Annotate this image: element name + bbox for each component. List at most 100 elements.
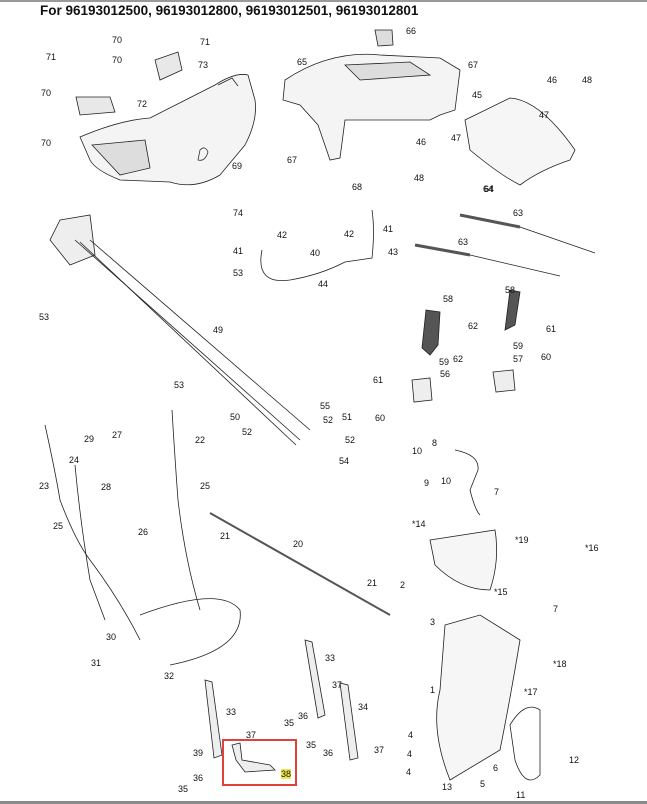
part-label[interactable]: 9 — [424, 478, 430, 488]
part-label[interactable]: 21 — [220, 531, 231, 541]
part-label[interactable]: 1 — [430, 685, 436, 695]
part-label[interactable]: 20 — [293, 539, 304, 549]
part-label[interactable]: 2 — [400, 580, 406, 590]
part-label[interactable]: 48 — [414, 173, 425, 183]
part-label[interactable]: 31 — [91, 658, 102, 668]
part-label[interactable]: 25 — [53, 521, 64, 531]
part-label[interactable]: 49 — [213, 325, 224, 335]
part-label[interactable]: 56 — [440, 369, 451, 379]
part-label[interactable]: 65 — [297, 57, 308, 67]
part-label[interactable]: 72 — [137, 99, 148, 109]
part-label[interactable]: 73 — [198, 60, 209, 70]
part-label[interactable]: 53 — [39, 312, 50, 322]
part-label[interactable]: 10 — [412, 446, 423, 456]
part-label[interactable]: 47 — [451, 133, 462, 143]
part-label[interactable]: *17 — [524, 687, 538, 697]
part-label[interactable]: 8 — [432, 438, 438, 448]
part-label[interactable]: 5 — [480, 779, 486, 789]
part-label[interactable]: 61 — [373, 375, 384, 385]
part-label[interactable]: 3 — [430, 617, 436, 627]
part-label[interactable]: 45 — [472, 90, 483, 100]
part-label[interactable]: 51 — [342, 412, 353, 422]
part-label[interactable]: 70 — [112, 35, 123, 45]
part-label[interactable]: 58 — [505, 285, 516, 295]
part-label[interactable]: 74 — [233, 208, 244, 218]
part-label[interactable]: 46 — [547, 75, 558, 85]
part-label[interactable]: 29 — [84, 434, 95, 444]
part-label[interactable]: 52 — [345, 435, 356, 445]
part-label[interactable]: 27 — [112, 430, 123, 440]
part-label[interactable]: *19 — [515, 535, 529, 545]
part-label[interactable]: 67 — [468, 60, 479, 70]
part-label[interactable]: 58 — [443, 294, 454, 304]
part-label-highlighted[interactable]: 38 — [281, 769, 292, 779]
part-label[interactable]: 40 — [310, 248, 321, 258]
part-label[interactable]: 24 — [69, 455, 80, 465]
part-label[interactable]: 61 — [546, 324, 557, 334]
part-label[interactable]: 36 — [193, 773, 204, 783]
part-label[interactable]: 23 — [39, 481, 50, 491]
part-label[interactable]: 54 — [339, 456, 350, 466]
part-label[interactable]: 42 — [344, 229, 355, 239]
part-label[interactable]: 42 — [277, 230, 288, 240]
part-label[interactable]: 35 — [284, 718, 295, 728]
part-label[interactable]: 28 — [101, 482, 112, 492]
part-label[interactable]: 63 — [513, 208, 524, 218]
part-label[interactable]: 37 — [374, 745, 385, 755]
part-label[interactable]: 22 — [195, 435, 206, 445]
part-label[interactable]: 21 — [367, 578, 378, 588]
part-label[interactable]: 26 — [138, 527, 149, 537]
part-label[interactable]: *16 — [585, 543, 599, 553]
part-label[interactable]: 4 — [407, 749, 413, 759]
part-label[interactable]: 70 — [41, 88, 52, 98]
part-label[interactable]: 33 — [325, 653, 336, 663]
part-label[interactable]: 4 — [406, 767, 412, 777]
part-label[interactable]: 12 — [569, 755, 580, 765]
part-label[interactable]: 48 — [582, 75, 593, 85]
part-label[interactable]: 47 — [539, 110, 550, 120]
part-label[interactable]: 57 — [513, 354, 524, 364]
part-label[interactable]: 25 — [200, 481, 211, 491]
part-label[interactable]: 41 — [383, 224, 394, 234]
part-label[interactable]: 71 — [200, 37, 211, 47]
part-label[interactable]: 63 — [458, 237, 469, 247]
part-label[interactable]: 46 — [416, 137, 427, 147]
part-label[interactable]: 10 — [441, 476, 452, 486]
part-label[interactable]: 41 — [233, 246, 244, 256]
part-label[interactable]: 11 — [516, 790, 526, 800]
part-label[interactable]: 33 — [226, 707, 237, 717]
part-label[interactable]: 37 — [246, 730, 257, 740]
part-label[interactable]: 62 — [468, 321, 479, 331]
part-label[interactable]: 59 — [513, 341, 524, 351]
part-label[interactable]: 66 — [406, 26, 417, 36]
part-label[interactable]: 37 — [332, 680, 343, 690]
part-label[interactable]: 32 — [164, 671, 175, 681]
part-label[interactable]: 60 — [541, 352, 552, 362]
part-label[interactable]: 62 — [453, 354, 464, 364]
part-label[interactable]: 64 — [484, 184, 495, 194]
part-label[interactable]: 70 — [41, 138, 52, 148]
part-label[interactable]: *14 — [412, 519, 426, 529]
part-label[interactable]: 30 — [106, 632, 117, 642]
part-label[interactable]: 35 — [306, 740, 317, 750]
part-label[interactable]: 64 — [483, 184, 494, 194]
part-label[interactable]: 52 — [242, 427, 253, 437]
part-label[interactable]: *18 — [553, 659, 567, 669]
part-label[interactable]: 7 — [494, 487, 500, 497]
part-label[interactable]: 39 — [193, 748, 204, 758]
part-label[interactable]: 60 — [375, 413, 386, 423]
part-label[interactable]: 53 — [233, 268, 244, 278]
part-label[interactable]: 36 — [323, 748, 334, 758]
part-label[interactable]: 35 — [178, 784, 189, 794]
part-label[interactable]: 59 — [439, 357, 450, 367]
part-label[interactable]: 4 — [408, 730, 414, 740]
part-label[interactable]: 6 — [493, 763, 499, 773]
part-label[interactable]: 34 — [358, 702, 369, 712]
part-label[interactable]: 71 — [46, 52, 57, 62]
part-label[interactable]: 55 — [320, 401, 331, 411]
part-label[interactable]: 68 — [352, 182, 363, 192]
part-label[interactable]: 13 — [442, 782, 453, 792]
part-label[interactable]: 52 — [323, 415, 334, 425]
part-label[interactable]: 70 — [112, 55, 123, 65]
part-label[interactable]: *15 — [494, 587, 508, 597]
